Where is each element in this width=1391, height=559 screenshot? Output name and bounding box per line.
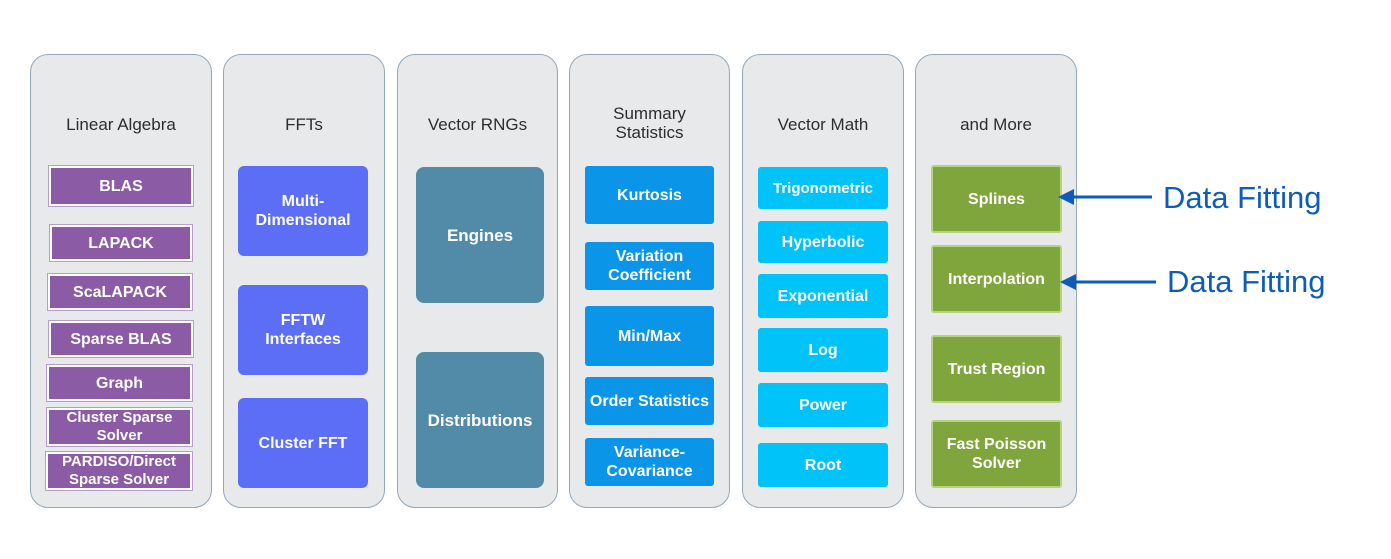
box-multi-dimensional: Multi-Dimensional: [238, 166, 368, 256]
box-sparse-blas: Sparse BLAS: [49, 321, 193, 357]
column-title: Linear Algebra: [66, 115, 176, 134]
box-interpolation: Interpolation: [931, 245, 1062, 313]
column-vector-rngs: Vector RNGs Engines Distributions: [397, 54, 558, 508]
column-ffts: FFTs Multi-Dimensional FFTW Interfaces C…: [223, 54, 385, 508]
arrow-splines: [1058, 189, 1152, 205]
box-trust-region: Trust Region: [931, 335, 1062, 403]
box-kurtosis: Kurtosis: [585, 166, 714, 224]
box-root: Root: [758, 443, 888, 487]
callout-data-fitting-interpolation: Data Fitting: [1167, 264, 1326, 299]
column-and-more: and More Splines Interpolation Trust Reg…: [915, 54, 1077, 508]
box-distributions: Distributions: [416, 352, 544, 488]
box-cluster-fft: Cluster FFT: [238, 398, 368, 488]
column-summary-statistics: Summary Statistics Kurtosis Variation Co…: [569, 54, 730, 508]
column-title: and More: [960, 115, 1032, 134]
box-scalapack: ScaLAPACK: [48, 274, 192, 310]
box-fast-poisson-solver: Fast Poisson Solver: [931, 420, 1062, 488]
box-fftw-interfaces: FFTW Interfaces: [238, 285, 368, 375]
box-log: Log: [758, 328, 888, 372]
column-title: Vector Math: [777, 115, 869, 134]
box-engines: Engines: [416, 167, 544, 303]
box-cluster-sparse-solver: Cluster Sparse Solver: [47, 408, 192, 446]
box-min-max: Min/Max: [585, 306, 714, 366]
box-variance-covariance: Variance-Covariance: [585, 438, 714, 486]
callout-data-fitting-splines: Data Fitting: [1163, 180, 1322, 215]
box-variation-coefficient: Variation Coefficient: [585, 242, 714, 290]
box-exponential: Exponential: [758, 274, 888, 318]
column-title: Summary Statistics: [613, 104, 686, 142]
box-splines: Splines: [931, 165, 1062, 233]
column-linear-algebra: Linear Algebra BLAS LAPACK ScaLAPACK Spa…: [30, 54, 212, 508]
box-lapack: LAPACK: [50, 225, 192, 261]
box-hyperbolic: Hyperbolic: [758, 221, 888, 263]
column-vector-math: Vector Math Trigonometric Hyperbolic Exp…: [742, 54, 904, 508]
column-title: FFTs: [285, 115, 323, 134]
column-title: Vector RNGs: [427, 115, 528, 134]
box-trigonometric: Trigonometric: [758, 167, 888, 209]
box-power: Power: [758, 383, 888, 427]
box-pardiso-direct-sparse-solver: PARDISO/Direct Sparse Solver: [46, 452, 192, 490]
box-blas: BLAS: [49, 166, 193, 206]
box-graph: Graph: [47, 365, 192, 401]
box-order-statistics: Order Statistics: [585, 377, 714, 425]
arrow-interpolation: [1060, 274, 1156, 290]
